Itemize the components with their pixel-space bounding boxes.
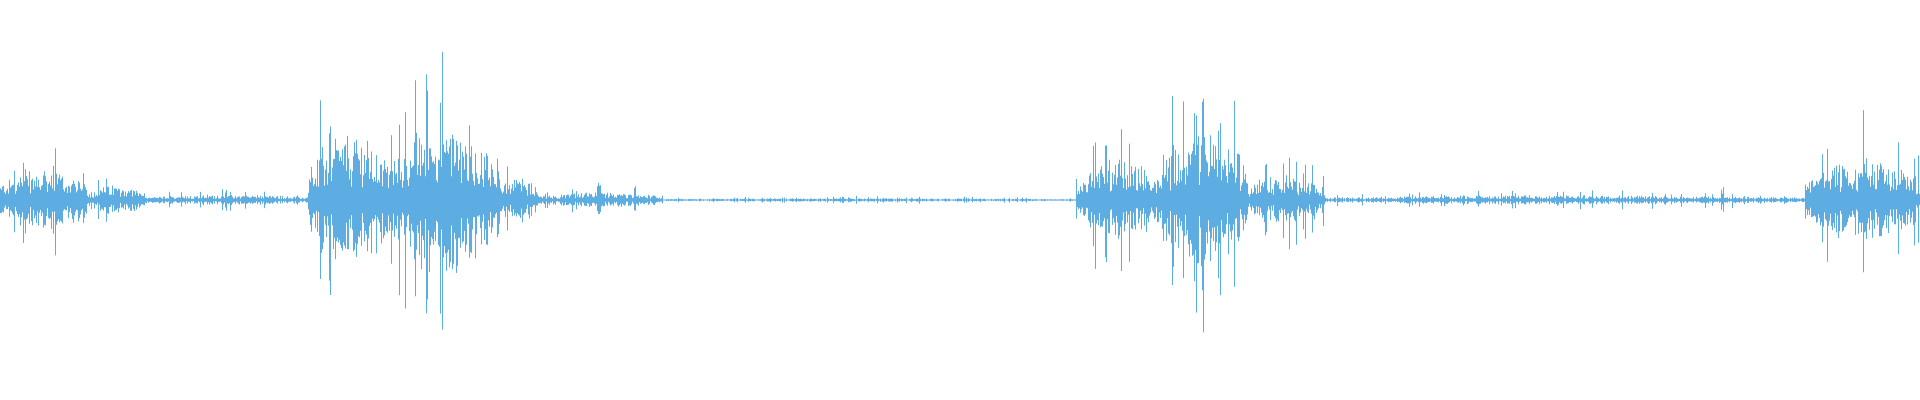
waveform-path: [0, 51, 1920, 333]
